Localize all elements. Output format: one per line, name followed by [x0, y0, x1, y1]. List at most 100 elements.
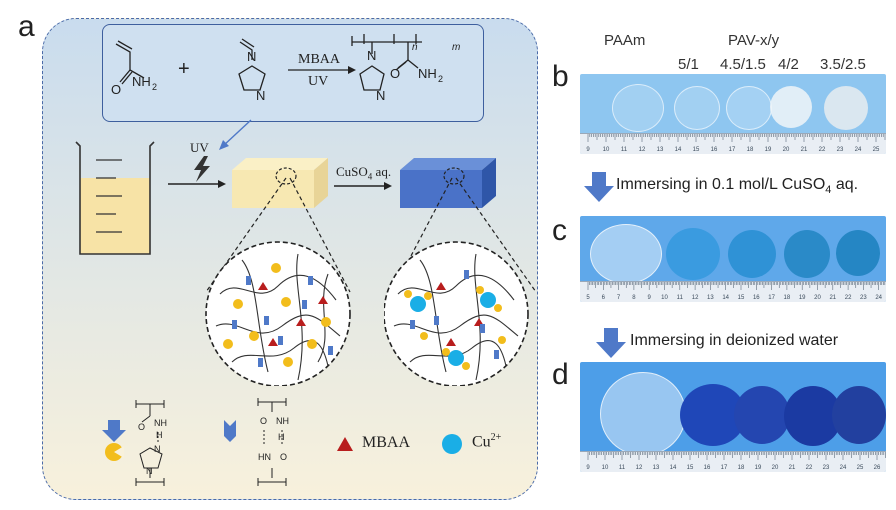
svg-text:H: H [278, 432, 285, 442]
cu-ion-icon [442, 434, 462, 454]
ruler-number: 21 [829, 295, 836, 301]
step2-caption: Immersing in deionized water [630, 332, 839, 349]
ruler-number: 10 [603, 147, 610, 153]
ruler-number: 11 [619, 465, 626, 471]
svg-text:N: N [376, 88, 385, 103]
disc-b1 [612, 84, 664, 132]
svg-text:NH: NH [418, 66, 437, 81]
arrow-gel-to-blue [334, 182, 392, 190]
panel-label-b: b [552, 60, 569, 93]
ruler-number: 16 [704, 465, 711, 471]
svg-text:O: O [138, 422, 145, 432]
ruler-number: 11 [677, 295, 684, 301]
ruler-number: 22 [819, 147, 826, 153]
header-paam: PAAm [604, 32, 646, 49]
ruler-number: 23 [823, 465, 830, 471]
ruler-number: 24 [855, 147, 862, 153]
ratio-1: 5/1 [678, 56, 699, 73]
ruler-number: 14 [722, 295, 729, 301]
ruler-number: 15 [738, 295, 745, 301]
ruler-number: 26 [874, 465, 881, 471]
svg-text:NH: NH [154, 418, 167, 428]
ruler-number: 14 [675, 147, 682, 153]
ruler-number: 9 [648, 295, 652, 301]
ratio-2: 4.5/1.5 [720, 56, 766, 73]
svg-text:O: O [260, 416, 267, 426]
ruler-number: 17 [768, 295, 775, 301]
ruler-number: 7 [617, 295, 621, 301]
ruler-number: 21 [789, 465, 796, 471]
disc-b3 [726, 86, 772, 130]
ruler-number: 20 [772, 465, 779, 471]
disc-d5 [832, 386, 886, 444]
svg-text:N: N [256, 88, 265, 103]
svg-text:N: N [247, 49, 256, 64]
disc-c4 [784, 230, 830, 278]
svg-text:O: O [280, 452, 287, 462]
disc-c2 [666, 228, 720, 280]
ratio-3: 4/2 [778, 56, 799, 73]
ruler-number: 23 [837, 147, 844, 153]
disc-d1 [600, 372, 686, 456]
svg-text:N: N [154, 444, 161, 454]
product-subscript-n: n [412, 42, 418, 53]
ruler-number: 17 [721, 465, 728, 471]
ruler-number: 13 [657, 147, 664, 153]
ruler-number: 15 [693, 147, 700, 153]
svg-text:NH: NH [276, 416, 289, 426]
disc-c5 [836, 230, 880, 276]
ruler-number: 5 [586, 295, 590, 301]
legend-cu-label: Cu2+ [472, 432, 502, 451]
ruler-number: 19 [755, 465, 762, 471]
cuso4-label: CuSO4 aq. [336, 164, 392, 182]
ruler-number: 9 [586, 465, 590, 471]
ruler-number: 13 [707, 295, 714, 301]
svg-text:NH: NH [132, 74, 151, 89]
step2-down-arrow [596, 328, 626, 358]
ruler-number: 10 [602, 465, 609, 471]
ruler-number: 8 [632, 295, 636, 301]
ruler-number: 17 [729, 147, 736, 153]
ruler-number: 24 [840, 465, 847, 471]
step1-caption: Immersing in 0.1 mol/L CuSO4 aq. [616, 176, 859, 197]
lightning-icon [194, 156, 210, 182]
disc-b2 [674, 86, 720, 130]
condition-uv: UV [308, 74, 329, 89]
network-zoom-left [205, 177, 351, 386]
ruler-number: 12 [692, 295, 699, 301]
header-pav: PAV-x/y [728, 32, 780, 49]
ruler-number: 9 [586, 147, 590, 153]
ruler-number: 25 [857, 465, 864, 471]
ruler-number: 16 [711, 147, 718, 153]
ruler-number: 12 [636, 465, 643, 471]
ruler-number: 21 [801, 147, 808, 153]
panel-label-c: c [552, 214, 567, 247]
scheme-pointer-arrow [219, 119, 252, 150]
ruler-number: 18 [738, 465, 745, 471]
disc-c1 [590, 224, 662, 284]
svg-text:N: N [367, 48, 376, 63]
mbaa-triangle-icon [337, 437, 353, 451]
ruler-number: 22 [845, 295, 852, 301]
svg-text:2: 2 [438, 74, 443, 84]
svg-text:N: N [146, 466, 153, 476]
ruler-number: 14 [670, 465, 677, 471]
product-subscript-m: m [452, 42, 461, 53]
reagent-mbaa: MBAA [298, 52, 341, 67]
ruler-number: 10 [661, 295, 668, 301]
ruler-number: 20 [814, 295, 821, 301]
ruler-number: 25 [873, 147, 880, 153]
hydrogel-block-blue [400, 158, 496, 208]
disc-b5 [824, 86, 868, 130]
step1-down-arrow [584, 172, 614, 202]
ruler-number: 18 [784, 295, 791, 301]
reaction-scheme-box [102, 24, 484, 122]
